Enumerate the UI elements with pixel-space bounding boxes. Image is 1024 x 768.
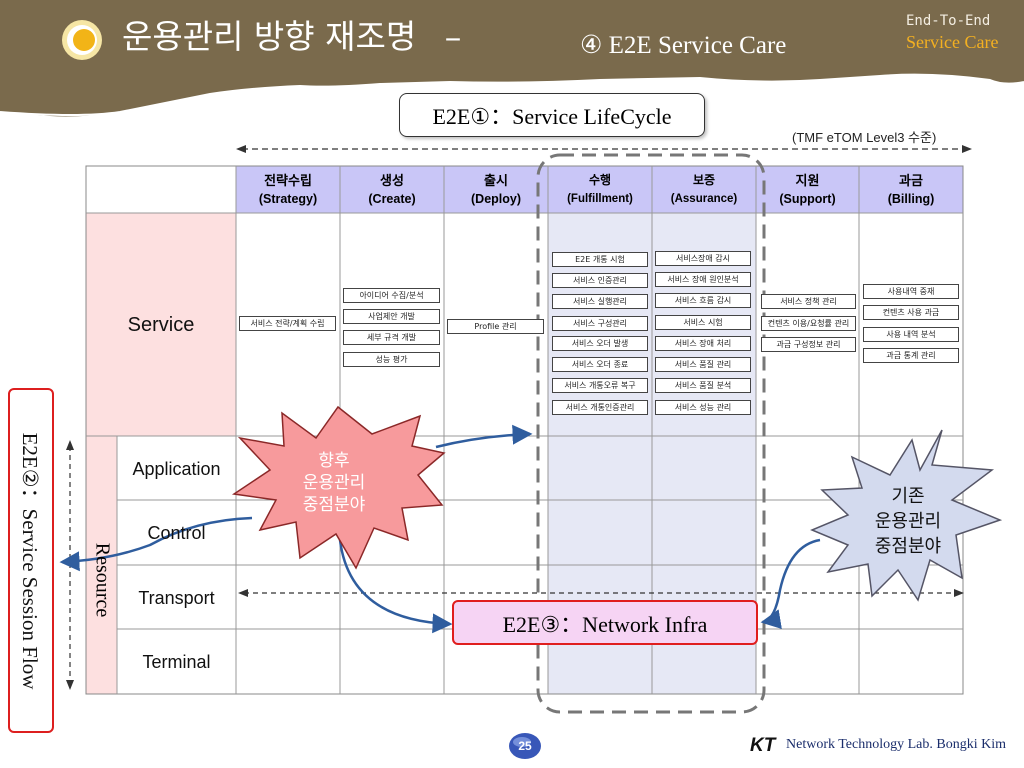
existing-focus-burst: 기존 운용관리 중점분야 [874,486,942,557]
assurance-item: 서비스 성능 관리 [655,400,751,415]
col-deploy: 출시(Deploy) [471,173,521,206]
billing-item: 컨텐츠 사용 과금 [863,305,959,320]
assurance-item: 서비스장애 감시 [655,251,751,266]
deploy-item: Profile 관리 [447,319,544,334]
assurance-item: 서비스 장애 처리 [655,336,751,351]
fulfillment-item: 서비스 개통오류 복구 [552,378,648,393]
col-billing: 과금(Billing) [887,173,935,206]
row-label-resource: Resource [91,542,113,618]
footer-credit: Network Technology Lab. Bongki Kim [786,737,1007,752]
create-item: 세부 규격 개발 [343,330,440,345]
e2e2-session-flow-box: E2E②：Service Session Flow [8,388,54,733]
page-number: 25 [518,739,532,753]
row-label-application: Application [132,459,221,479]
fulfillment-item: E2E 개통 시험 [552,252,648,267]
col-strategy: 전략수립(Strategy) [258,173,318,206]
page-subtitle: ④ E2E Service Care [580,32,787,59]
row-label-control: Control [147,523,206,543]
page-number-badge-icon [509,733,541,759]
assurance-item: 서비스 품질 관리 [655,357,751,372]
corner-tag-line2: Service Care [906,32,999,52]
col-create: 생성(Create) [368,173,416,206]
row-label-transport: Transport [138,588,215,608]
fulfillment-item: 서비스 실행관리 [552,294,648,309]
create-item: 성능 평가 [343,352,440,367]
fulfillment-item: 서비스 오더 발생 [552,336,648,351]
support-item: 과금 구성정보 관리 [761,337,856,352]
kt-logo: KT [750,735,776,756]
billing-item: 사용 내역 분석 [863,327,959,342]
page-title: 운용관리 방향 재조명 – [122,17,462,56]
e2e1-lifecycle-box: E2E①：Service LifeCycle [399,93,705,137]
fulfillment-item: 서비스 구성관리 [552,316,648,331]
col-support: 지원(Support) [779,173,836,206]
tmf-note: (TMF eTOM Level3 수준) [792,130,937,145]
bullet-sun-icon [62,20,102,60]
billing-item: 과금 통계 관리 [863,348,959,363]
strategy-item: 서비스 전략/계획 수립 [239,316,336,331]
billing-item: 사용내역 중재 [863,284,959,299]
row-label-service: Service [127,314,195,336]
assurance-item: 서비스 장애 원인분석 [655,272,751,287]
create-item: 사업제안 개발 [343,309,440,324]
title-dash: – [444,17,462,56]
corner-tag-line1: End-To-End [906,13,991,29]
support-item: 컨텐츠 이용/요청률 관리 [761,316,856,331]
fulfillment-item: 서비스 개통인증관리 [552,400,648,415]
assurance-item: 서비스 흐름 감시 [655,293,751,308]
row-label-terminal: Terminal [142,652,211,672]
e2e3-network-infra-box: E2E③：Network Infra [452,600,758,645]
assurance-item: 서비스 시험 [655,315,751,330]
support-item: 서비스 정책 관리 [761,294,856,309]
future-focus-burst: 향후 운용관리 중점분야 [302,451,366,515]
col-fulfillment: 수행(Fulfillment) [567,173,633,205]
assurance-item: 서비스 품질 분석 [655,378,751,393]
fulfillment-item: 서비스 오더 종료 [552,357,648,372]
col-assurance: 보증(Assurance) [670,173,738,205]
header-band [0,0,1024,117]
create-item: 아이디어 수집/분석 [343,288,440,303]
fulfillment-item: 서비스 인증관리 [552,273,648,288]
